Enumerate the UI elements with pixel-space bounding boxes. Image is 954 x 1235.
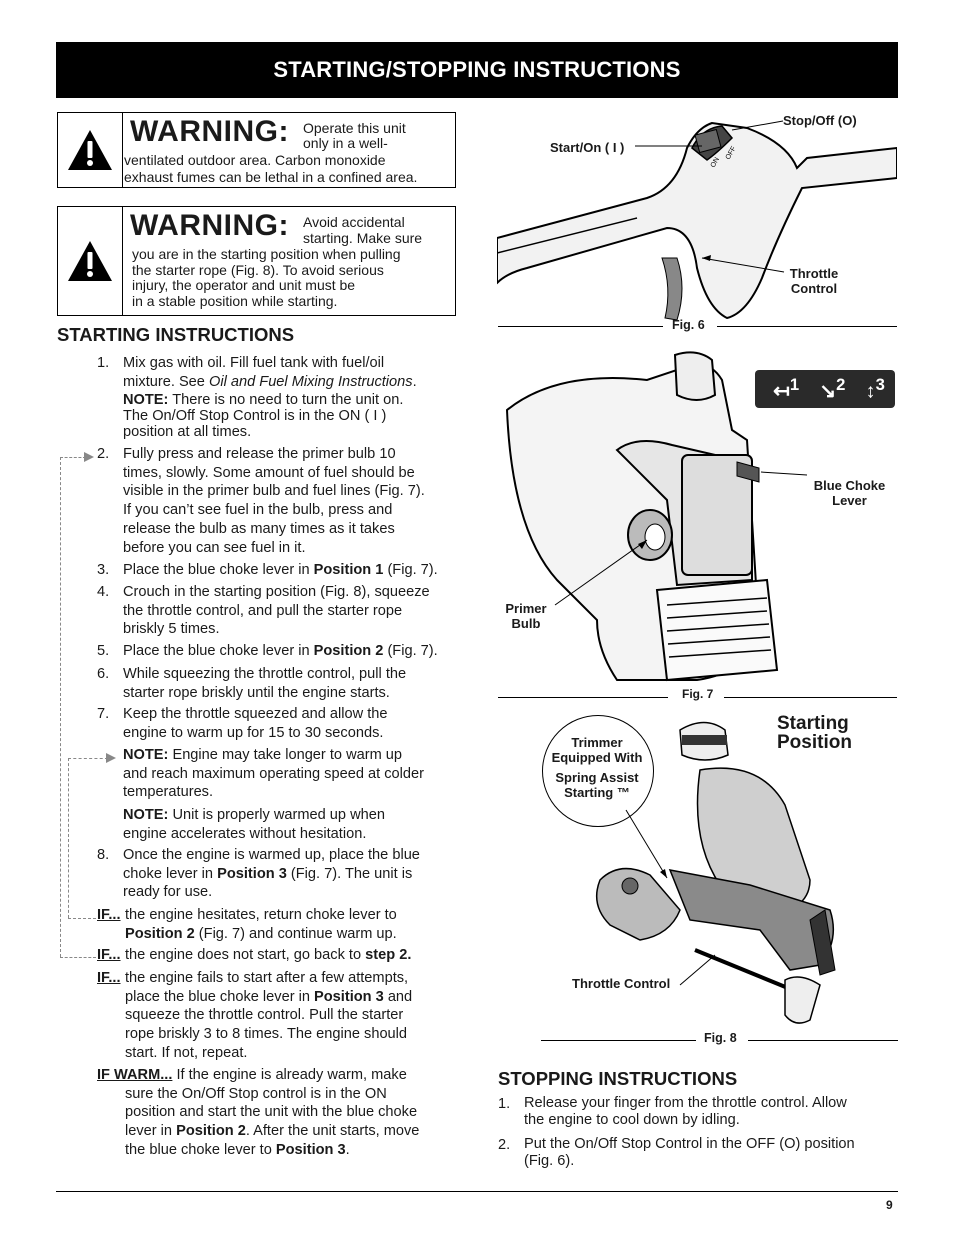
starting-instructions-heading: STARTING INSTRUCTIONS: [57, 324, 295, 345]
warning-box-ventilation: WARNING: Operate this unit only in a wel…: [57, 112, 456, 188]
footer-rule: [56, 1191, 898, 1192]
step-number: 2.: [97, 446, 110, 462]
step-8: Once the engine is warmed up, place the …: [123, 847, 420, 901]
stop-step-2: Put the On/Off Stop Control in the OFF (…: [524, 1136, 855, 1169]
start-on-label: Start/On ( I ): [550, 140, 625, 155]
step-number: 2.: [498, 1137, 511, 1153]
choke-position-1: ↤1: [773, 374, 800, 403]
spring-assist-badge: [542, 715, 654, 827]
step-number: 1.: [97, 355, 110, 371]
stop-step-1: Release your finger from the throttle co…: [524, 1095, 847, 1128]
warning-text-line: Avoid accidental: [303, 214, 405, 230]
note-2: NOTE: Engine may take longer to warm up …: [123, 747, 424, 801]
warning-text-line: Operate this unit: [303, 120, 406, 136]
warning-text-line: exhaust fumes can be lethal in a confine…: [124, 169, 418, 185]
figure-rule: [498, 697, 668, 698]
page-title: STARTING/STOPPING INSTRUCTIONS: [273, 57, 681, 82]
figure-rule: [724, 697, 897, 698]
if-not-start: the engine does not start, go back to st…: [125, 947, 412, 963]
warning-text-line: starting. Make sure: [303, 230, 423, 246]
warning-text-line: in a stable position while starting.: [132, 293, 338, 309]
step-2: Fully press and release the primer bulb …: [123, 446, 425, 556]
step-number: 6.: [97, 666, 110, 682]
figure-8: Trimmer Equipped With Spring Assist Star…: [540, 710, 898, 1030]
starting-position-illustration: [595, 721, 836, 1024]
step-number: 3.: [97, 562, 110, 578]
warning-text-line: ventilated outdoor area. Carbon monoxide: [124, 152, 386, 168]
if-label: IF...: [97, 970, 121, 986]
step-3: Place the blue choke lever in Position 1…: [123, 562, 438, 578]
warning-triangle-icon: [58, 207, 123, 315]
step-number: 1.: [498, 1096, 511, 1112]
step-4: Crouch in the starting position (Fig. 8)…: [123, 584, 430, 638]
page-header-bar: STARTING/STOPPING INSTRUCTIONS: [56, 42, 898, 98]
figure-6: ON OFF Start/On ( I ) Stop/Off (O) Throt…: [496, 108, 898, 333]
step-5: Place the blue choke lever in Position 2…: [123, 643, 438, 659]
figure-6-caption: Fig. 6: [672, 318, 705, 332]
on-label: ON: [710, 156, 721, 169]
figure-rule: [717, 326, 897, 327]
if-label: IF...: [97, 907, 121, 923]
engine-illustration: [505, 351, 895, 682]
if-hesitates: the engine hesitates, return choke lever…: [125, 907, 397, 942]
stopping-instructions-heading: STOPPING INSTRUCTIONS: [498, 1068, 738, 1089]
if-fails: the engine fails to start after a few at…: [125, 970, 413, 1061]
throttle-control-label: Throttle Control: [572, 976, 671, 991]
if-warm: IF WARM... If the engine is already warm…: [97, 1067, 420, 1158]
figure-rule: [498, 326, 663, 327]
warning-text-line: injury, the operator and unit must be: [132, 277, 356, 293]
choke-position-2: ↘2: [819, 374, 846, 403]
page-number: 9: [886, 1198, 893, 1212]
figure-rule: [541, 1040, 696, 1041]
if-label: IF...: [97, 947, 121, 963]
warning-title: WARNING:: [130, 115, 289, 148]
warning-box-starting: WARNING: Avoid accidental starting. Make…: [57, 206, 456, 316]
choke-position-indicator: [755, 370, 895, 408]
figure-rule: [748, 1040, 898, 1041]
figure-8-caption: Fig. 8: [704, 1031, 737, 1045]
warning-text-line: the starter rope (Fig. 8). To avoid seri…: [132, 262, 384, 278]
spring-assist-text: Trimmer Equipped With Spring Assist Star…: [551, 735, 643, 800]
step-number: 7.: [97, 706, 110, 722]
stop-off-label: Stop/Off (O): [783, 113, 857, 128]
warning-title: WARNING:: [130, 209, 289, 242]
choke-positions: ↤1 ↘2 ↕3: [763, 370, 895, 408]
figure-7-caption: Fig. 7: [682, 687, 714, 701]
note-1: NOTE: There is no need to turn the unit …: [123, 392, 404, 440]
step-1: Mix gas with oil. Fill fuel tank with fu…: [123, 355, 417, 390]
step-number: 4.: [97, 584, 110, 600]
warning-text-line: you are in the starting position when pu…: [132, 246, 401, 262]
warning-text-line: only in a well-: [303, 135, 388, 151]
trimmer-handle-illustration: ON OFF: [496, 120, 898, 321]
step-6: While squeezing the throttle control, pu…: [123, 666, 407, 701]
step-7: Keep the throttle squeezed and allow the…: [123, 706, 388, 741]
step-number: 5.: [97, 643, 110, 659]
warning-triangle-icon: [58, 113, 123, 187]
step-number: 8.: [97, 847, 110, 863]
note-3: NOTE: Unit is properly warmed up when en…: [123, 807, 385, 842]
choke-position-3: ↕3: [865, 374, 885, 403]
